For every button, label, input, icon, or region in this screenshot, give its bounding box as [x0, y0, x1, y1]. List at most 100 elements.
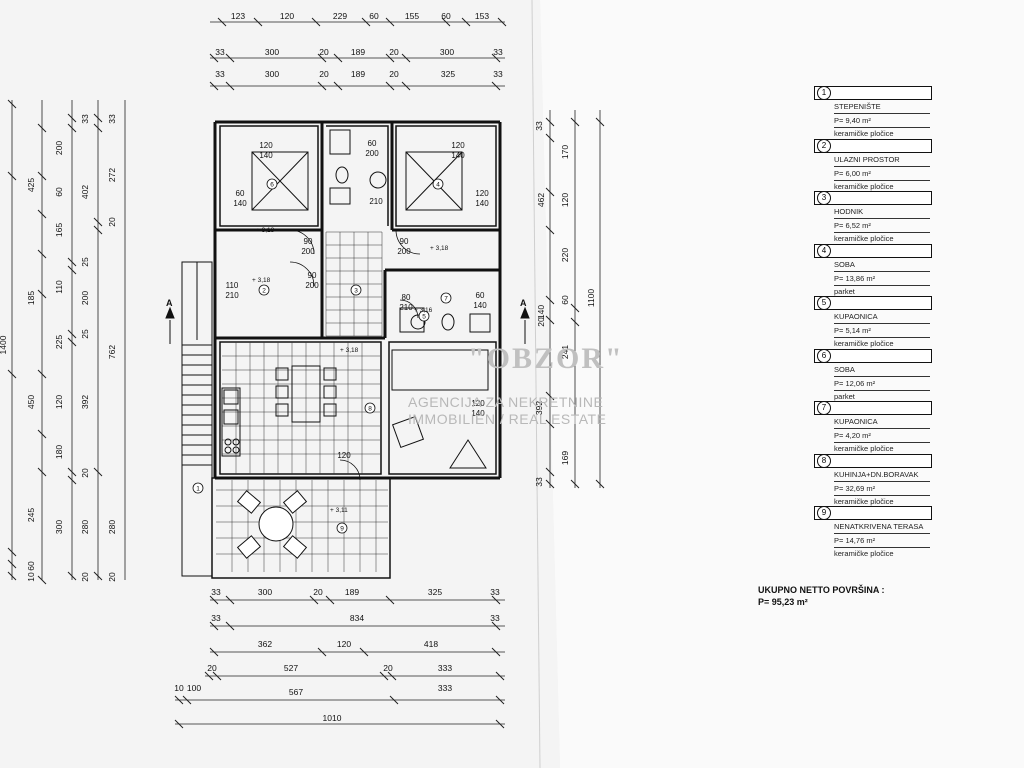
- legend-number-box: 2: [814, 138, 932, 153]
- legend-number: 9: [817, 506, 831, 520]
- dim-left-c2-6: 180: [54, 445, 64, 459]
- dim-bot-r1-3: 189: [345, 587, 359, 597]
- legend-area: P= 12,06 m²: [834, 378, 876, 388]
- room-number-3: 3: [354, 288, 358, 295]
- legend-divider: [834, 179, 930, 181]
- legend-room-name: NENATKRIVENA TERASA: [834, 522, 924, 531]
- legend-room-name: KUPAONICA: [834, 312, 878, 321]
- legend-divider: [834, 547, 930, 548]
- dim-bot-r2-2: 33: [490, 613, 500, 623]
- dim-top-r1-5: 60: [441, 11, 451, 21]
- legend-divider: [834, 428, 930, 429]
- dim-left-total: 1400: [0, 335, 8, 354]
- legend-number-box: 3: [814, 191, 932, 205]
- dim-bot-r1-4: 325: [428, 587, 442, 597]
- dim-bot-r1-5: 33: [490, 587, 500, 597]
- watermark-line1: AGENCIJA ZA NEKRETNINE: [408, 394, 604, 410]
- dim-bot-r2-0: 33: [211, 613, 221, 623]
- dim-top-r3-3: 189: [351, 69, 365, 79]
- legend-room-name: KUHINJA+DN.BORAVAK: [834, 469, 919, 479]
- dim-top-r3-5: 325: [441, 69, 455, 79]
- legend-area: P= 32,69 m²: [834, 483, 876, 493]
- dim-right-c1-4: 60: [560, 295, 570, 305]
- dim-right-c1-1: 170: [560, 145, 570, 159]
- dim-top-r2-1: 300: [265, 47, 279, 57]
- dim-top-r3-2: 20: [319, 69, 329, 79]
- dim-top-r1-3: 60: [369, 11, 379, 21]
- dim-bot-r4-3: 333: [438, 663, 452, 673]
- dim-left-c2-1: 60: [54, 187, 64, 197]
- dim-top-r2-0: 33: [215, 47, 225, 57]
- dim-top-r2-4: 20: [389, 47, 399, 57]
- dim-top-r1-2: 229: [333, 11, 347, 21]
- dim-top-r1-0: 123: [231, 11, 245, 21]
- legend-divider: [834, 494, 930, 496]
- dim-bot-r5-3: 333: [438, 683, 452, 693]
- legend-area: P= 6,00 m²: [834, 168, 871, 178]
- dim-top-r3-0: 33: [215, 69, 225, 79]
- legend-area: P= 5,14 m²: [834, 326, 871, 335]
- dim-top-r3-1: 300: [265, 69, 279, 79]
- legend-number: 3: [817, 191, 831, 205]
- legend-divider: [834, 218, 930, 219]
- level-mark: + 3,18: [340, 347, 359, 354]
- dim-left-c4-0: 33: [107, 114, 117, 124]
- dim-bot-r6-0: 1010: [323, 713, 342, 723]
- dim-bot-r1-1: 300: [258, 587, 272, 597]
- level-mark: + 3,18: [430, 245, 449, 252]
- dim-bot-r1-2: 20: [313, 587, 323, 597]
- level-mark: + 3,18: [256, 227, 275, 234]
- legend-number-box: 4: [814, 243, 932, 258]
- legend-finish: keramičke pločice: [834, 339, 894, 348]
- dim-bot-r5-0: 10: [174, 683, 184, 693]
- dim-bot-r4-2: 20: [383, 663, 393, 673]
- dim-bot-r3-0: 362: [258, 639, 272, 649]
- dim-bot-r2-1: 834: [350, 613, 364, 623]
- legend-number: 6: [817, 348, 831, 363]
- dim-left-c4-5: 20: [107, 572, 117, 582]
- dim-bot-r1-0: 33: [211, 587, 221, 597]
- dim-left-c2-5: 120: [54, 395, 64, 409]
- legend-number: 1: [817, 86, 831, 100]
- dim-left-c4-2: 20: [107, 217, 117, 227]
- dim-top-r2-2: 20: [319, 47, 329, 57]
- dim-bot-r5-1: 100: [187, 683, 201, 693]
- legend-finish: keramičke pločice: [834, 181, 894, 191]
- legend-area: P= 13,86 m²: [834, 273, 876, 283]
- legend-divider: [834, 127, 930, 128]
- section-mark-left: A: [166, 298, 173, 308]
- total-value: P= 95,23 m²: [758, 597, 808, 607]
- dim-left-c3-2: 25: [80, 257, 90, 267]
- dim-left-c3-3: 200: [80, 291, 90, 305]
- legend-divider: [834, 232, 930, 233]
- watermark-line2: IMMOBILIEN / REAL ESTATE: [408, 411, 607, 427]
- legend-divider: [834, 442, 930, 443]
- dim-top-r2-6: 33: [493, 47, 503, 57]
- dim-top-r2-5: 300: [440, 47, 454, 57]
- dim-bot-r3-1: 120: [337, 639, 351, 649]
- room-number-8: 8: [368, 406, 372, 413]
- dim-left-c3-0: 33: [80, 114, 90, 124]
- legend-divider: [834, 284, 930, 286]
- dim-left-c1-0: 425: [26, 178, 36, 192]
- legend-divider: [834, 375, 930, 377]
- dim-right-c1-3: 220: [560, 248, 570, 262]
- legend-divider: [834, 270, 930, 272]
- legend-room-name: ULAZNI PROSTOR: [834, 154, 900, 164]
- legend-divider: [834, 389, 930, 391]
- legend-finish: parket: [834, 391, 855, 401]
- legend-finish: parket: [834, 286, 855, 296]
- dim-left-c1-4: 60: [26, 561, 36, 571]
- legend-number-box: 5: [814, 296, 932, 310]
- legend-number-box: 9: [814, 506, 932, 520]
- legend-divider: [834, 480, 930, 482]
